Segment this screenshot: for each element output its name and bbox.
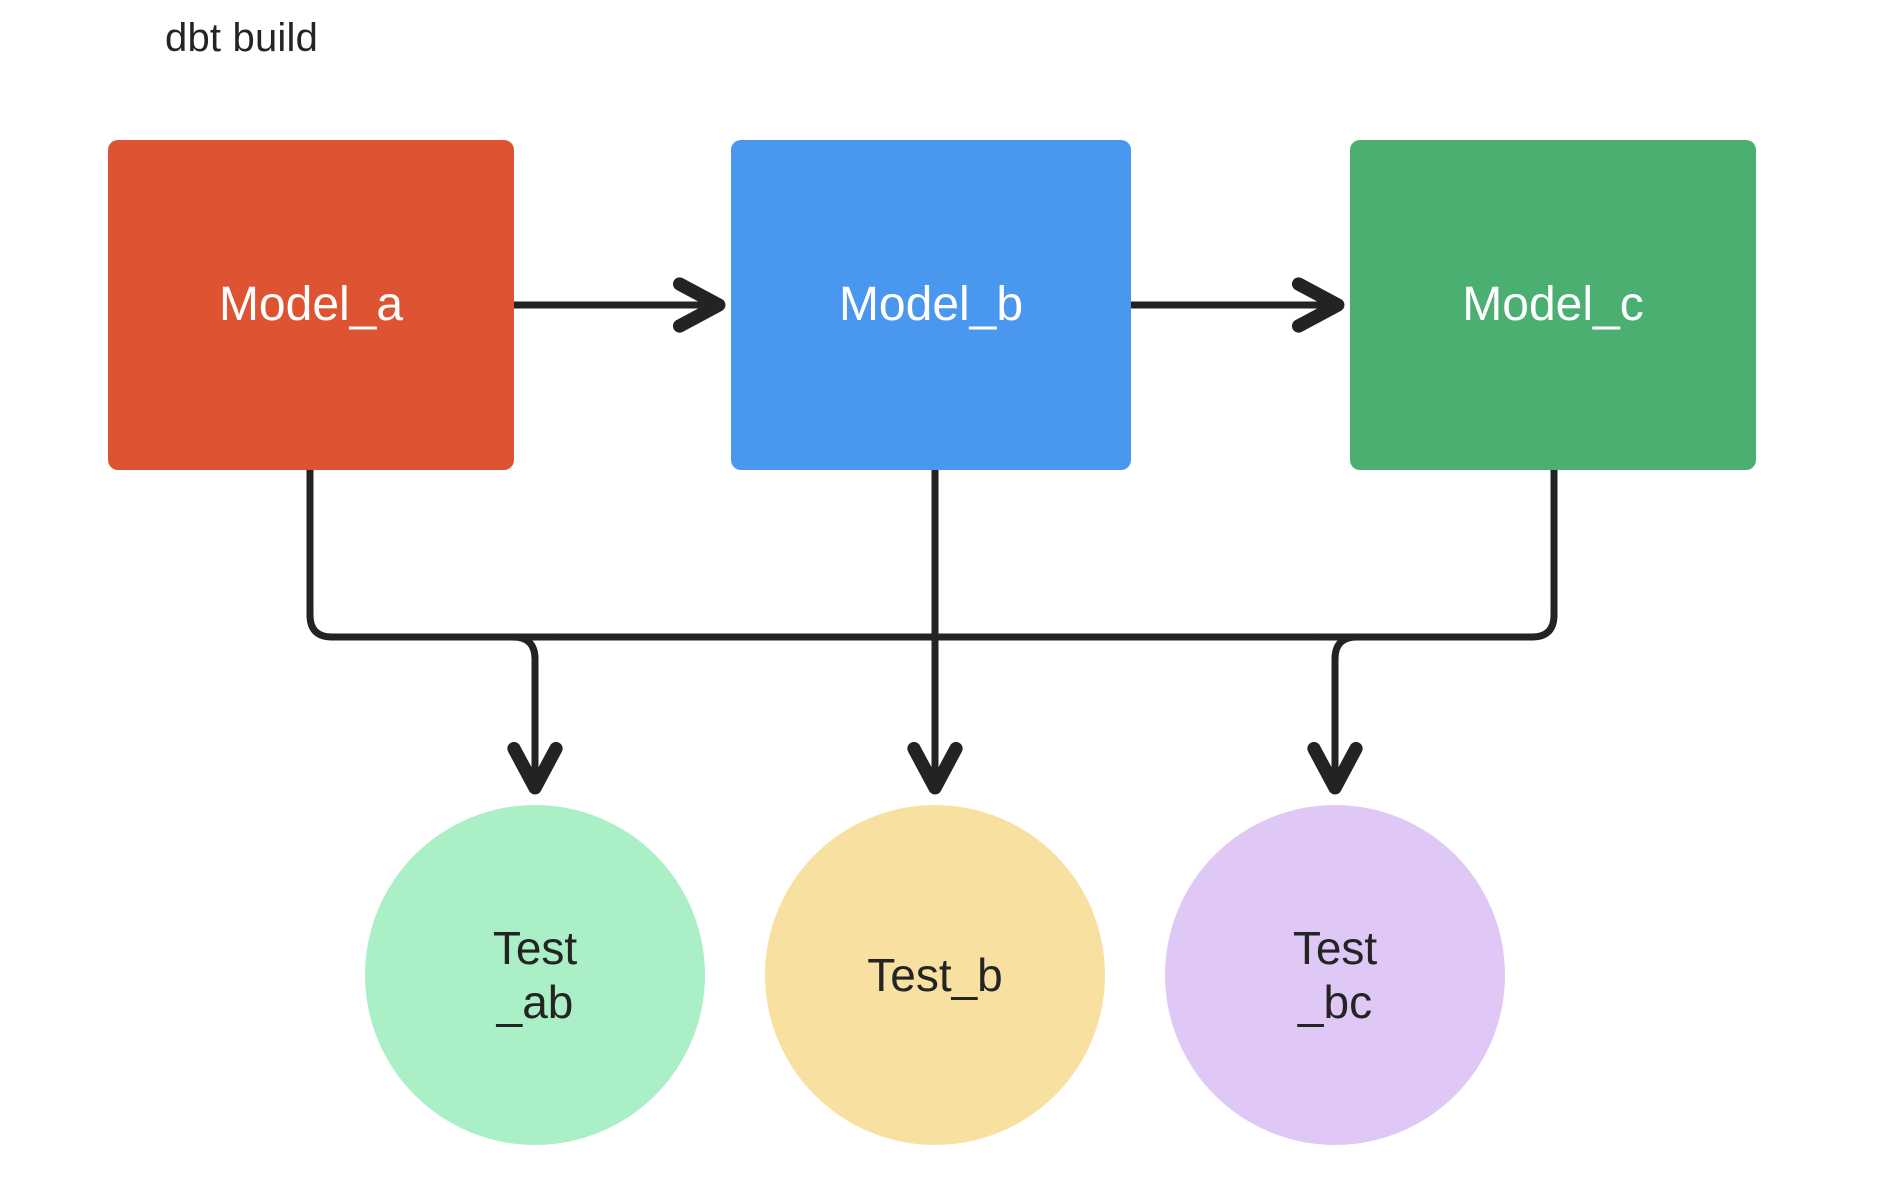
- model-node-model-a[interactable]: Model_a: [108, 140, 514, 470]
- model-node-label: Model_a: [218, 277, 404, 331]
- model-node-model-b[interactable]: Model_b: [731, 140, 1131, 470]
- test-node-label: Test _bc: [1292, 921, 1378, 1028]
- test-node-label: Test_b: [867, 948, 1003, 1001]
- edge-bus-to-test-ab: [507, 633, 563, 795]
- model-node-label: Model_c: [1462, 277, 1644, 331]
- test-node-test-ab[interactable]: Test _ab: [365, 805, 705, 1145]
- page-title: dbt build: [165, 16, 319, 60]
- model-node-label: Model_b: [838, 277, 1024, 331]
- edge-model-c-to-bus: [946, 466, 1558, 641]
- test-node-label: Test _ab: [492, 921, 578, 1028]
- edge-bus-to-test-bc: [1307, 633, 1363, 795]
- edge-model-a-to-bus: [306, 466, 1104, 641]
- test-node-test-b[interactable]: Test_b: [765, 805, 1105, 1145]
- model-node-model-c[interactable]: Model_c: [1350, 140, 1756, 470]
- test-node-test-bc[interactable]: Test _bc: [1165, 805, 1505, 1145]
